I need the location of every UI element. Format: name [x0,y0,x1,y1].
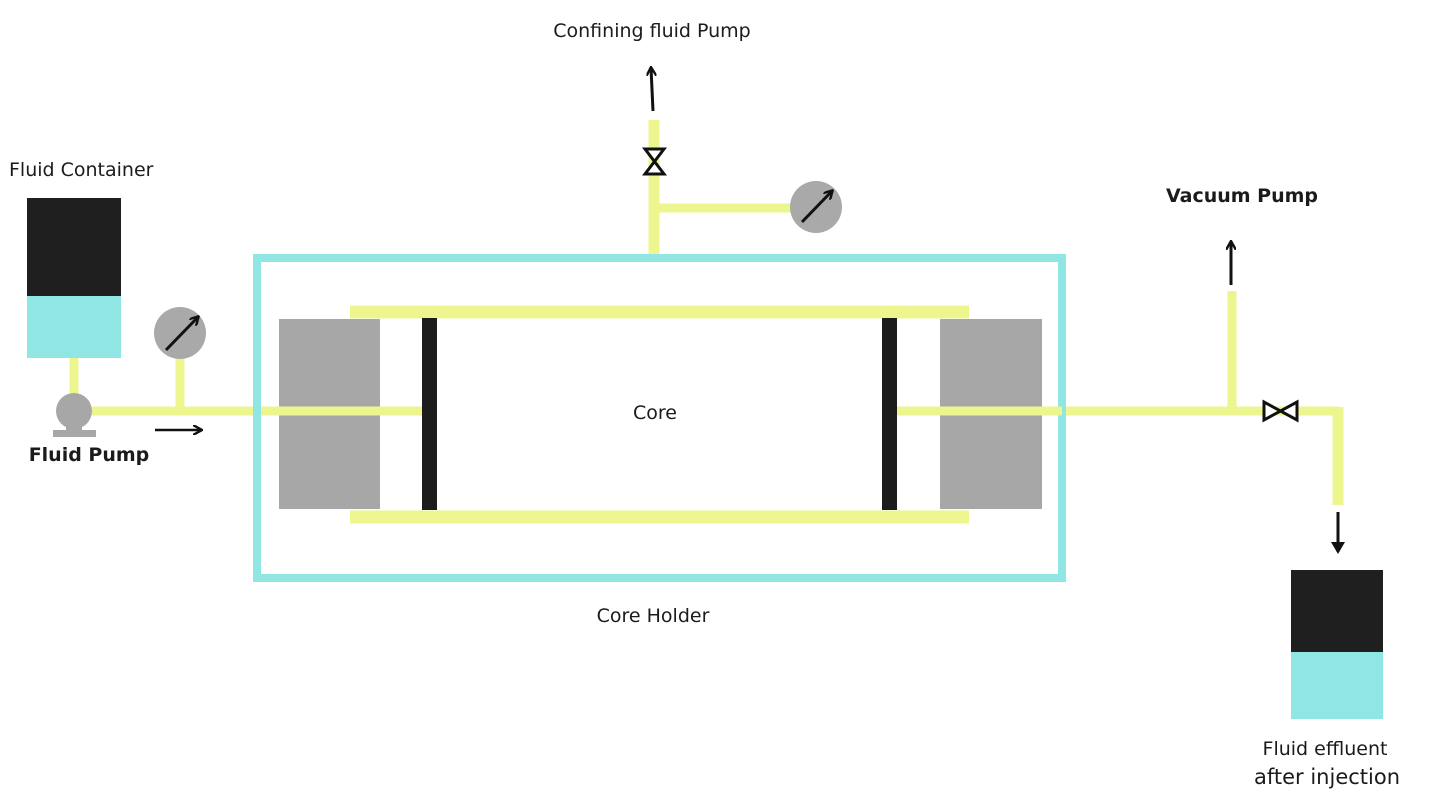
effluent-container-top [1291,570,1383,652]
effluent-container [1291,570,1383,719]
fluid-container-top [27,198,121,296]
core-holder [253,254,1066,582]
fluid-container-liquid [27,296,121,358]
label-core: Core [633,402,677,424]
gauge-icon [790,181,842,233]
piston-left [422,318,437,510]
gauge-icon [154,307,206,359]
label-effluent-line2: after injection [1254,765,1400,789]
label-effluent-line1: Fluid effluent [1263,738,1388,760]
centrifugal-pump-icon [53,393,96,437]
fluid-container [27,198,121,358]
label-fluid-container: Fluid Container [9,159,154,181]
label-fluid-pump: Fluid Pump [29,444,150,466]
label-core-holder: Core Holder [597,605,710,627]
bowtie-valve-icon [641,147,668,176]
bowtie-valve-icon [1262,399,1299,423]
effluent-container-liquid [1291,652,1383,719]
arrow-icon [651,68,653,112]
piston-right [882,318,897,510]
pipes [69,120,1344,524]
label-vacuum-pump: Vacuum Pump [1166,185,1318,207]
label-confining-pump: Confining fluid Pump [553,20,751,42]
